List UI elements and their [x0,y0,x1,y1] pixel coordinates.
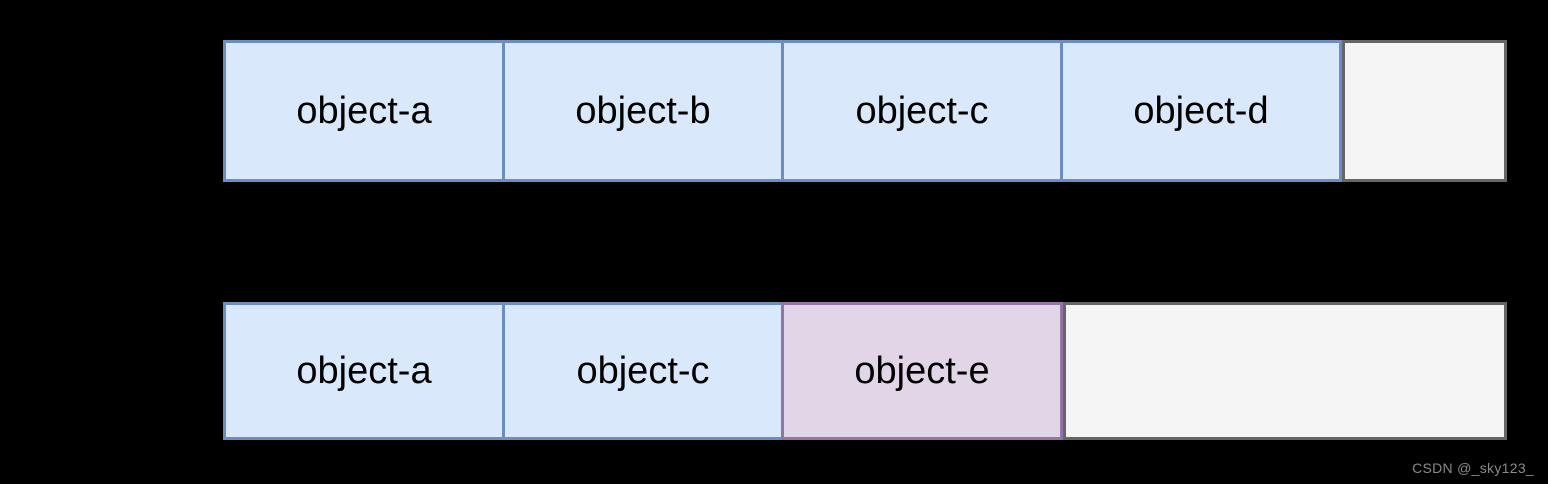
cell-label: object-a [296,90,432,132]
cell-object-a-before[interactable]: object-a [223,40,505,182]
cell-label: object-e [854,350,990,392]
cell-object-b-before[interactable]: object-b [502,40,784,182]
watermark: CSDN @_sky123_ [1412,460,1534,476]
cell-object-e-after[interactable]: object-e [781,302,1063,440]
cell-label: object-d [1133,90,1269,132]
cell-label: object-a [296,350,432,392]
cell-label: object-c [576,350,710,392]
cell-object-a-after[interactable]: object-a [223,302,505,440]
cell-empty-after[interactable] [1063,302,1507,440]
cell-object-c-after[interactable]: object-c [502,302,784,440]
object-row-before: object-a object-b object-c object-d [223,40,1507,182]
cell-label: object-c [855,90,989,132]
cell-object-c-before[interactable]: object-c [781,40,1063,182]
cell-empty-before[interactable] [1342,40,1507,182]
cell-label: object-b [575,90,711,132]
cell-object-d-before[interactable]: object-d [1060,40,1342,182]
object-row-after: object-a object-c object-e [223,302,1507,440]
